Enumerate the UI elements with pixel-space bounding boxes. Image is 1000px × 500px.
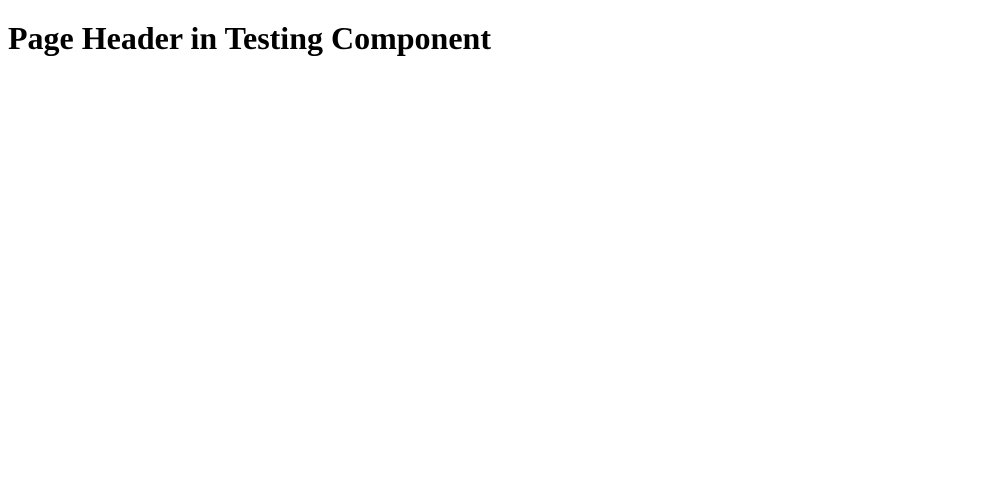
page-title: Page Header in Testing Component [8,20,491,56]
